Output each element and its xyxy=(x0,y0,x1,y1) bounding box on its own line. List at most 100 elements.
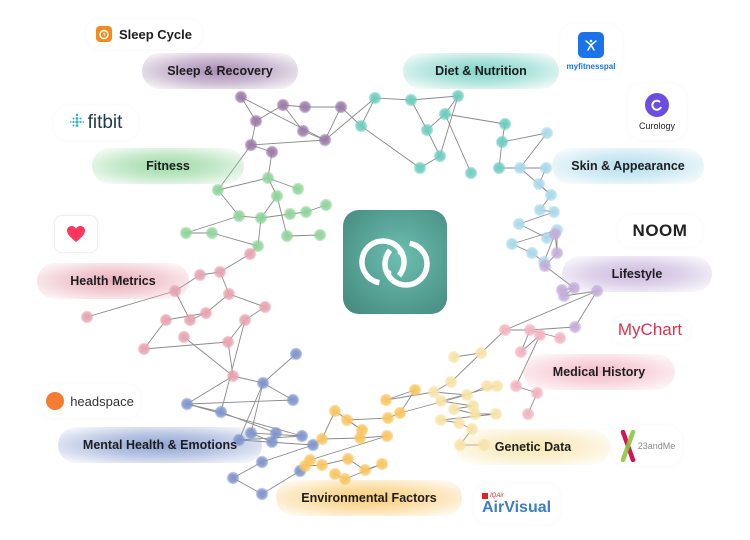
graph-edge xyxy=(186,375,234,405)
graph-edge xyxy=(228,293,266,308)
category-pill-skin-appearance[interactable]: Skin & Appearance xyxy=(552,148,704,184)
category-label: Fitness xyxy=(146,159,190,173)
graph-edge xyxy=(217,177,269,191)
category-pill-medical-history[interactable]: Medical History xyxy=(523,354,675,390)
brand-curology[interactable]: Curology xyxy=(628,84,686,140)
graph-node-fitness xyxy=(319,198,333,212)
graph-node-environment xyxy=(380,429,394,443)
graph-node-genetic xyxy=(447,350,461,364)
graph-node-diet xyxy=(495,135,509,149)
brand-apple-health[interactable] xyxy=(54,215,98,253)
graph-node-diet xyxy=(464,166,478,180)
graph-node-diet xyxy=(404,93,418,107)
graph-node-mental xyxy=(255,455,269,469)
graph-node-fitness xyxy=(283,207,297,221)
graph-edge xyxy=(186,403,303,437)
graph-node-medical xyxy=(523,323,537,337)
graph-node-genetic xyxy=(427,385,441,399)
category-label: Lifestyle xyxy=(611,267,663,281)
graph-edge xyxy=(211,232,259,247)
graph-node-genetic xyxy=(447,402,461,416)
brand-label: Curology xyxy=(638,121,676,131)
category-pill-diet-nutrition[interactable]: Diet & Nutrition xyxy=(403,53,559,89)
category-pill-genetic-data[interactable]: Genetic Data xyxy=(456,429,610,465)
graph-node-genetic xyxy=(434,394,448,408)
category-label: Diet & Nutrition xyxy=(435,64,527,78)
graph-node-medical xyxy=(509,379,523,393)
category-label: Mental Health & Emotions xyxy=(82,438,238,452)
category-pill-environmental-factors[interactable]: Environmental Factors xyxy=(276,480,462,516)
alarm-clock-icon xyxy=(96,26,112,42)
graph-node-diet xyxy=(354,119,368,133)
brand-fitbit[interactable]: fitbit xyxy=(54,106,138,140)
linked-rings-logo-icon xyxy=(359,238,430,288)
graph-node-sleep xyxy=(334,100,348,114)
graph-edge xyxy=(261,444,314,463)
fitbit-dots-icon xyxy=(69,113,84,134)
category-label: Medical History xyxy=(552,365,646,379)
graph-node-mental xyxy=(286,393,300,407)
graph-node-fitness xyxy=(261,171,275,185)
graph-node-health xyxy=(226,369,240,383)
brand-mychart[interactable]: MyChart xyxy=(610,316,690,344)
category-pill-fitness[interactable]: Fitness xyxy=(92,148,244,184)
graph-edge xyxy=(143,341,229,350)
graph-edge xyxy=(501,132,548,143)
brand-label: Sleep Cycle xyxy=(119,26,192,42)
graph-edge xyxy=(444,113,506,125)
graph-node-skin xyxy=(505,237,519,251)
graph-node-diet xyxy=(438,107,452,121)
graph-node-mental xyxy=(306,438,320,452)
brand-myfitnesspal[interactable]: myfitnesspal xyxy=(560,24,622,78)
graph-edge xyxy=(262,353,297,384)
graph-node-genetic xyxy=(444,375,458,389)
brand-noom[interactable]: NOOM xyxy=(618,215,702,247)
category-pill-lifestyle[interactable]: Lifestyle xyxy=(562,256,712,292)
graph-node-fitness xyxy=(232,209,246,223)
graph-node-health xyxy=(199,306,213,320)
category-pill-sleep-recovery[interactable]: Sleep & Recovery xyxy=(142,53,298,89)
graph-edge xyxy=(186,399,294,405)
brand-label: headspace xyxy=(70,393,134,409)
graph-node-fitness xyxy=(205,226,219,240)
graph-node-fitness xyxy=(291,182,305,196)
graph-node-diet xyxy=(451,89,465,103)
graph-node-mental xyxy=(226,471,240,485)
brand-headspace[interactable]: headspace xyxy=(40,384,140,418)
graph-node-skin xyxy=(513,161,527,175)
graph-node-health xyxy=(243,247,257,261)
graph-node-sleep xyxy=(296,124,310,138)
graph-node-environment xyxy=(379,393,393,407)
graph-node-environment xyxy=(328,467,342,481)
graph-edge xyxy=(399,394,468,414)
graph-edge xyxy=(183,336,234,377)
graph-node-environment xyxy=(315,458,329,472)
graph-node-genetic xyxy=(480,379,494,393)
category-pill-mental-health-emotions[interactable]: Mental Health & Emotions xyxy=(58,427,262,463)
graph-node-diet xyxy=(420,123,434,137)
graph-node-lifestyle xyxy=(538,259,552,273)
brand-label: MyChart xyxy=(617,320,683,339)
category-pill-health-metrics[interactable]: Health Metrics xyxy=(37,263,189,299)
graph-node-mental xyxy=(214,405,228,419)
brand-sleep-cycle[interactable]: Sleep Cycle xyxy=(86,19,202,49)
graph-node-mental xyxy=(256,376,270,390)
graph-node-medical xyxy=(514,345,528,359)
graph-node-genetic xyxy=(452,416,466,430)
curology-swirl-icon xyxy=(645,93,669,117)
graph-node-fitness xyxy=(270,189,284,203)
graph-edge xyxy=(519,132,548,169)
stick-figure-icon xyxy=(578,31,604,58)
center-app-logo xyxy=(343,210,447,314)
graph-node-fitness xyxy=(299,205,313,219)
graph-node-sleep xyxy=(318,133,332,147)
brand-23andme[interactable]: 23andMe xyxy=(612,426,682,466)
graph-node-skin xyxy=(512,217,526,231)
brand-airvisual[interactable]: IQAir AirVisual xyxy=(474,484,560,524)
graph-node-environment xyxy=(298,459,312,473)
graph-node-skin xyxy=(539,161,553,175)
graph-edge xyxy=(440,413,497,421)
graph-edge xyxy=(276,195,288,237)
graph-node-environment xyxy=(408,383,422,397)
brand-sublabel: IQAir xyxy=(490,492,504,499)
